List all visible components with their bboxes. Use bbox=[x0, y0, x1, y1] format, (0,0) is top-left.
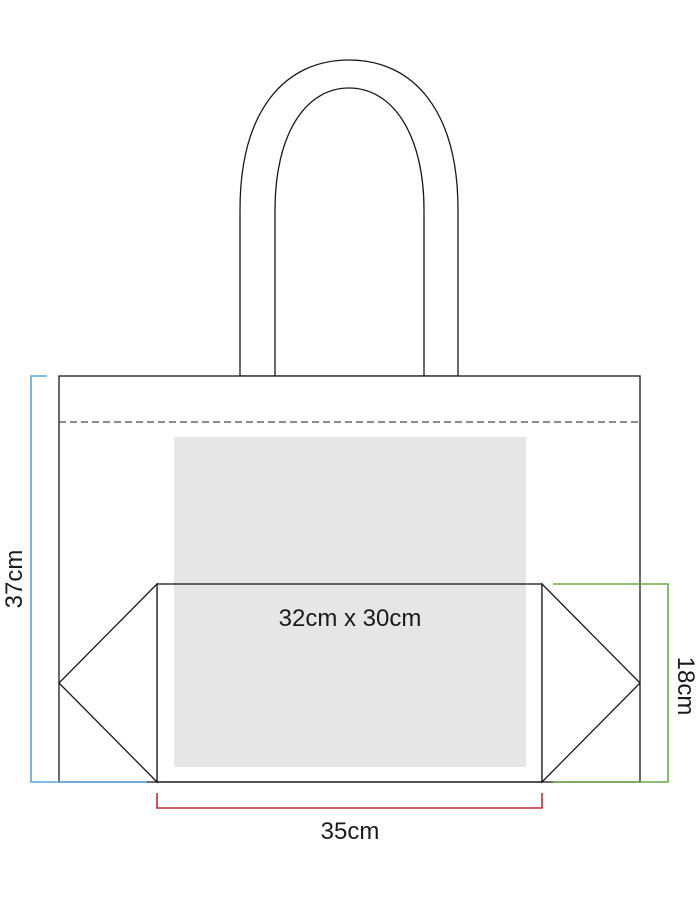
height-dimension: 37cm bbox=[1, 375, 147, 783]
width-dimension: 35cm bbox=[156, 793, 543, 845]
print-area bbox=[174, 437, 526, 767]
bag-handle bbox=[239, 59, 459, 377]
bottom-gusset bbox=[58, 582, 641, 784]
height-dimension-label: 37cm bbox=[1, 550, 28, 609]
gusset-dimension-label: 18cm bbox=[672, 657, 699, 716]
height-dimension-bracket bbox=[30, 375, 147, 783]
gusset-dimension-bracket bbox=[553, 583, 669, 783]
gusset-left-side bbox=[58, 582, 158, 784]
width-dimension-label: 35cm bbox=[321, 818, 380, 845]
gusset-right-side bbox=[541, 582, 641, 784]
handle-inner-edge bbox=[274, 87, 425, 377]
gusset-dimension: 18cm bbox=[553, 583, 699, 783]
print-area-label: 32cm x 30cm bbox=[279, 605, 422, 632]
width-dimension-bracket bbox=[156, 793, 543, 809]
